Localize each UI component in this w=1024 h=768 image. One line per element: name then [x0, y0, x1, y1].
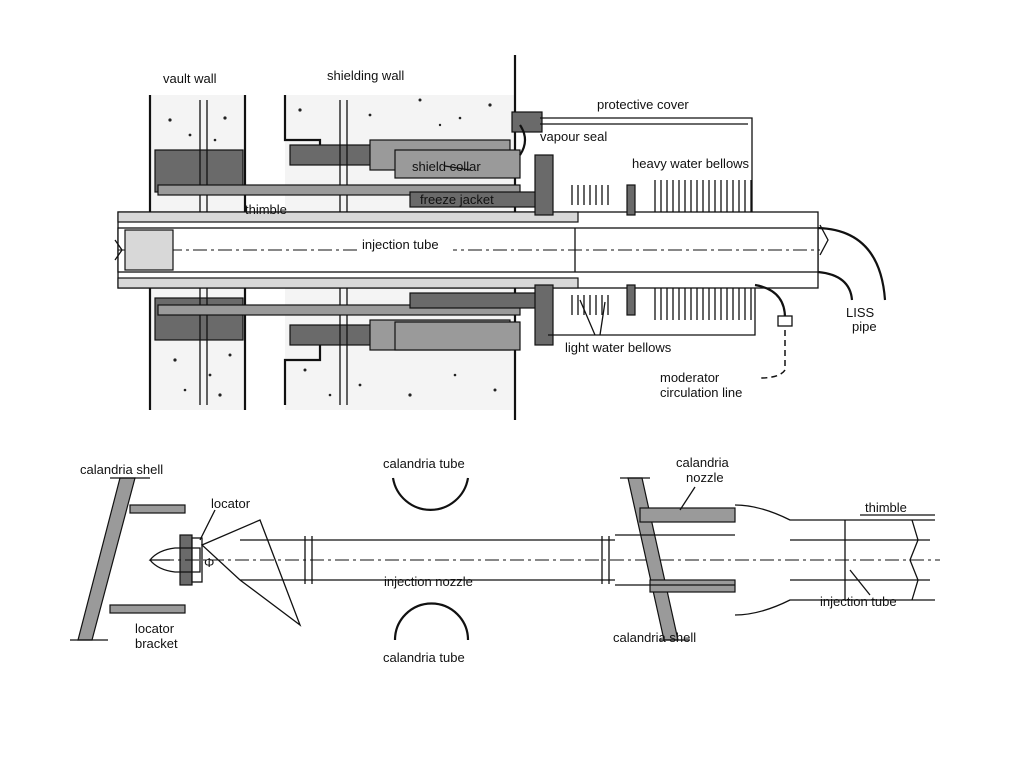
calandria-nozzle	[615, 477, 935, 641]
label-vapour-seal: vapour seal	[540, 129, 607, 144]
label-injection-nozzle: injection nozzle	[384, 574, 473, 589]
label-calandria-tube-bottom: calandria tube	[383, 650, 465, 665]
label-calandria-shell-left: calandria shell	[80, 462, 163, 477]
protective-cover	[540, 117, 756, 336]
label-locator-bracket-line1: locator	[135, 621, 175, 636]
liss-pipe	[817, 226, 887, 301]
shield-collar	[394, 149, 521, 351]
label-injection-tube: injection tube	[362, 237, 439, 252]
injection-tube	[114, 224, 829, 273]
leader-calandria-nozzle	[679, 486, 696, 511]
freeze-jacket	[409, 191, 541, 309]
label-locator-bracket-line2: bracket	[135, 636, 178, 651]
label-shield-collar: shield collar	[412, 159, 481, 174]
calandria-tubes	[391, 477, 470, 641]
label-injection-tube-bottom: injection tube	[820, 594, 897, 609]
label-shielding-wall: shielding wall	[327, 68, 404, 83]
label-liss-line1: LISS	[846, 305, 875, 320]
calandria-shell-left	[70, 477, 150, 641]
label-thimble-bottom: thimble	[865, 500, 907, 515]
leader-shield-collar	[444, 165, 471, 171]
label-pipe-line2: pipe	[852, 319, 877, 334]
heavy-water-bellows	[654, 180, 752, 320]
label-moderator-line1: moderator	[660, 370, 720, 385]
vapour-seal	[511, 111, 554, 346]
label-vault-wall: vault wall	[163, 71, 217, 86]
label-moderator-line2: circulation line	[660, 385, 742, 400]
locator-pin-symbol: Φ	[204, 555, 214, 570]
label-calandria-nozzle-line1: calandria	[676, 455, 730, 470]
bottom-cross-section: Φ calandria shell	[70, 455, 940, 665]
label-freeze-jacket: freeze jacket	[420, 192, 494, 207]
label-calandria-shell-right: calandria shell	[613, 630, 696, 645]
injection-nozzle-shaft	[160, 536, 940, 584]
label-heavy-water-bellows: heavy water bellows	[632, 156, 750, 171]
leader-locator	[199, 509, 216, 541]
leader-injection-tube	[849, 569, 871, 596]
label-thimble: thimble	[245, 202, 287, 217]
label-light-water-bellows: light water bellows	[565, 340, 672, 355]
label-protective-cover: protective cover	[597, 97, 689, 112]
label-calandria-tube-top: calandria tube	[383, 456, 465, 471]
light-water-bellows	[571, 184, 636, 316]
label-calandria-nozzle-line2: nozzle	[686, 470, 724, 485]
top-cross-section: vault wall shielding wall protective cov…	[114, 55, 887, 420]
moderator-circulation-line	[754, 283, 793, 379]
label-locator: locator	[211, 496, 251, 511]
leader-light-water-bellows	[579, 299, 606, 336]
locator: Φ	[148, 519, 302, 627]
